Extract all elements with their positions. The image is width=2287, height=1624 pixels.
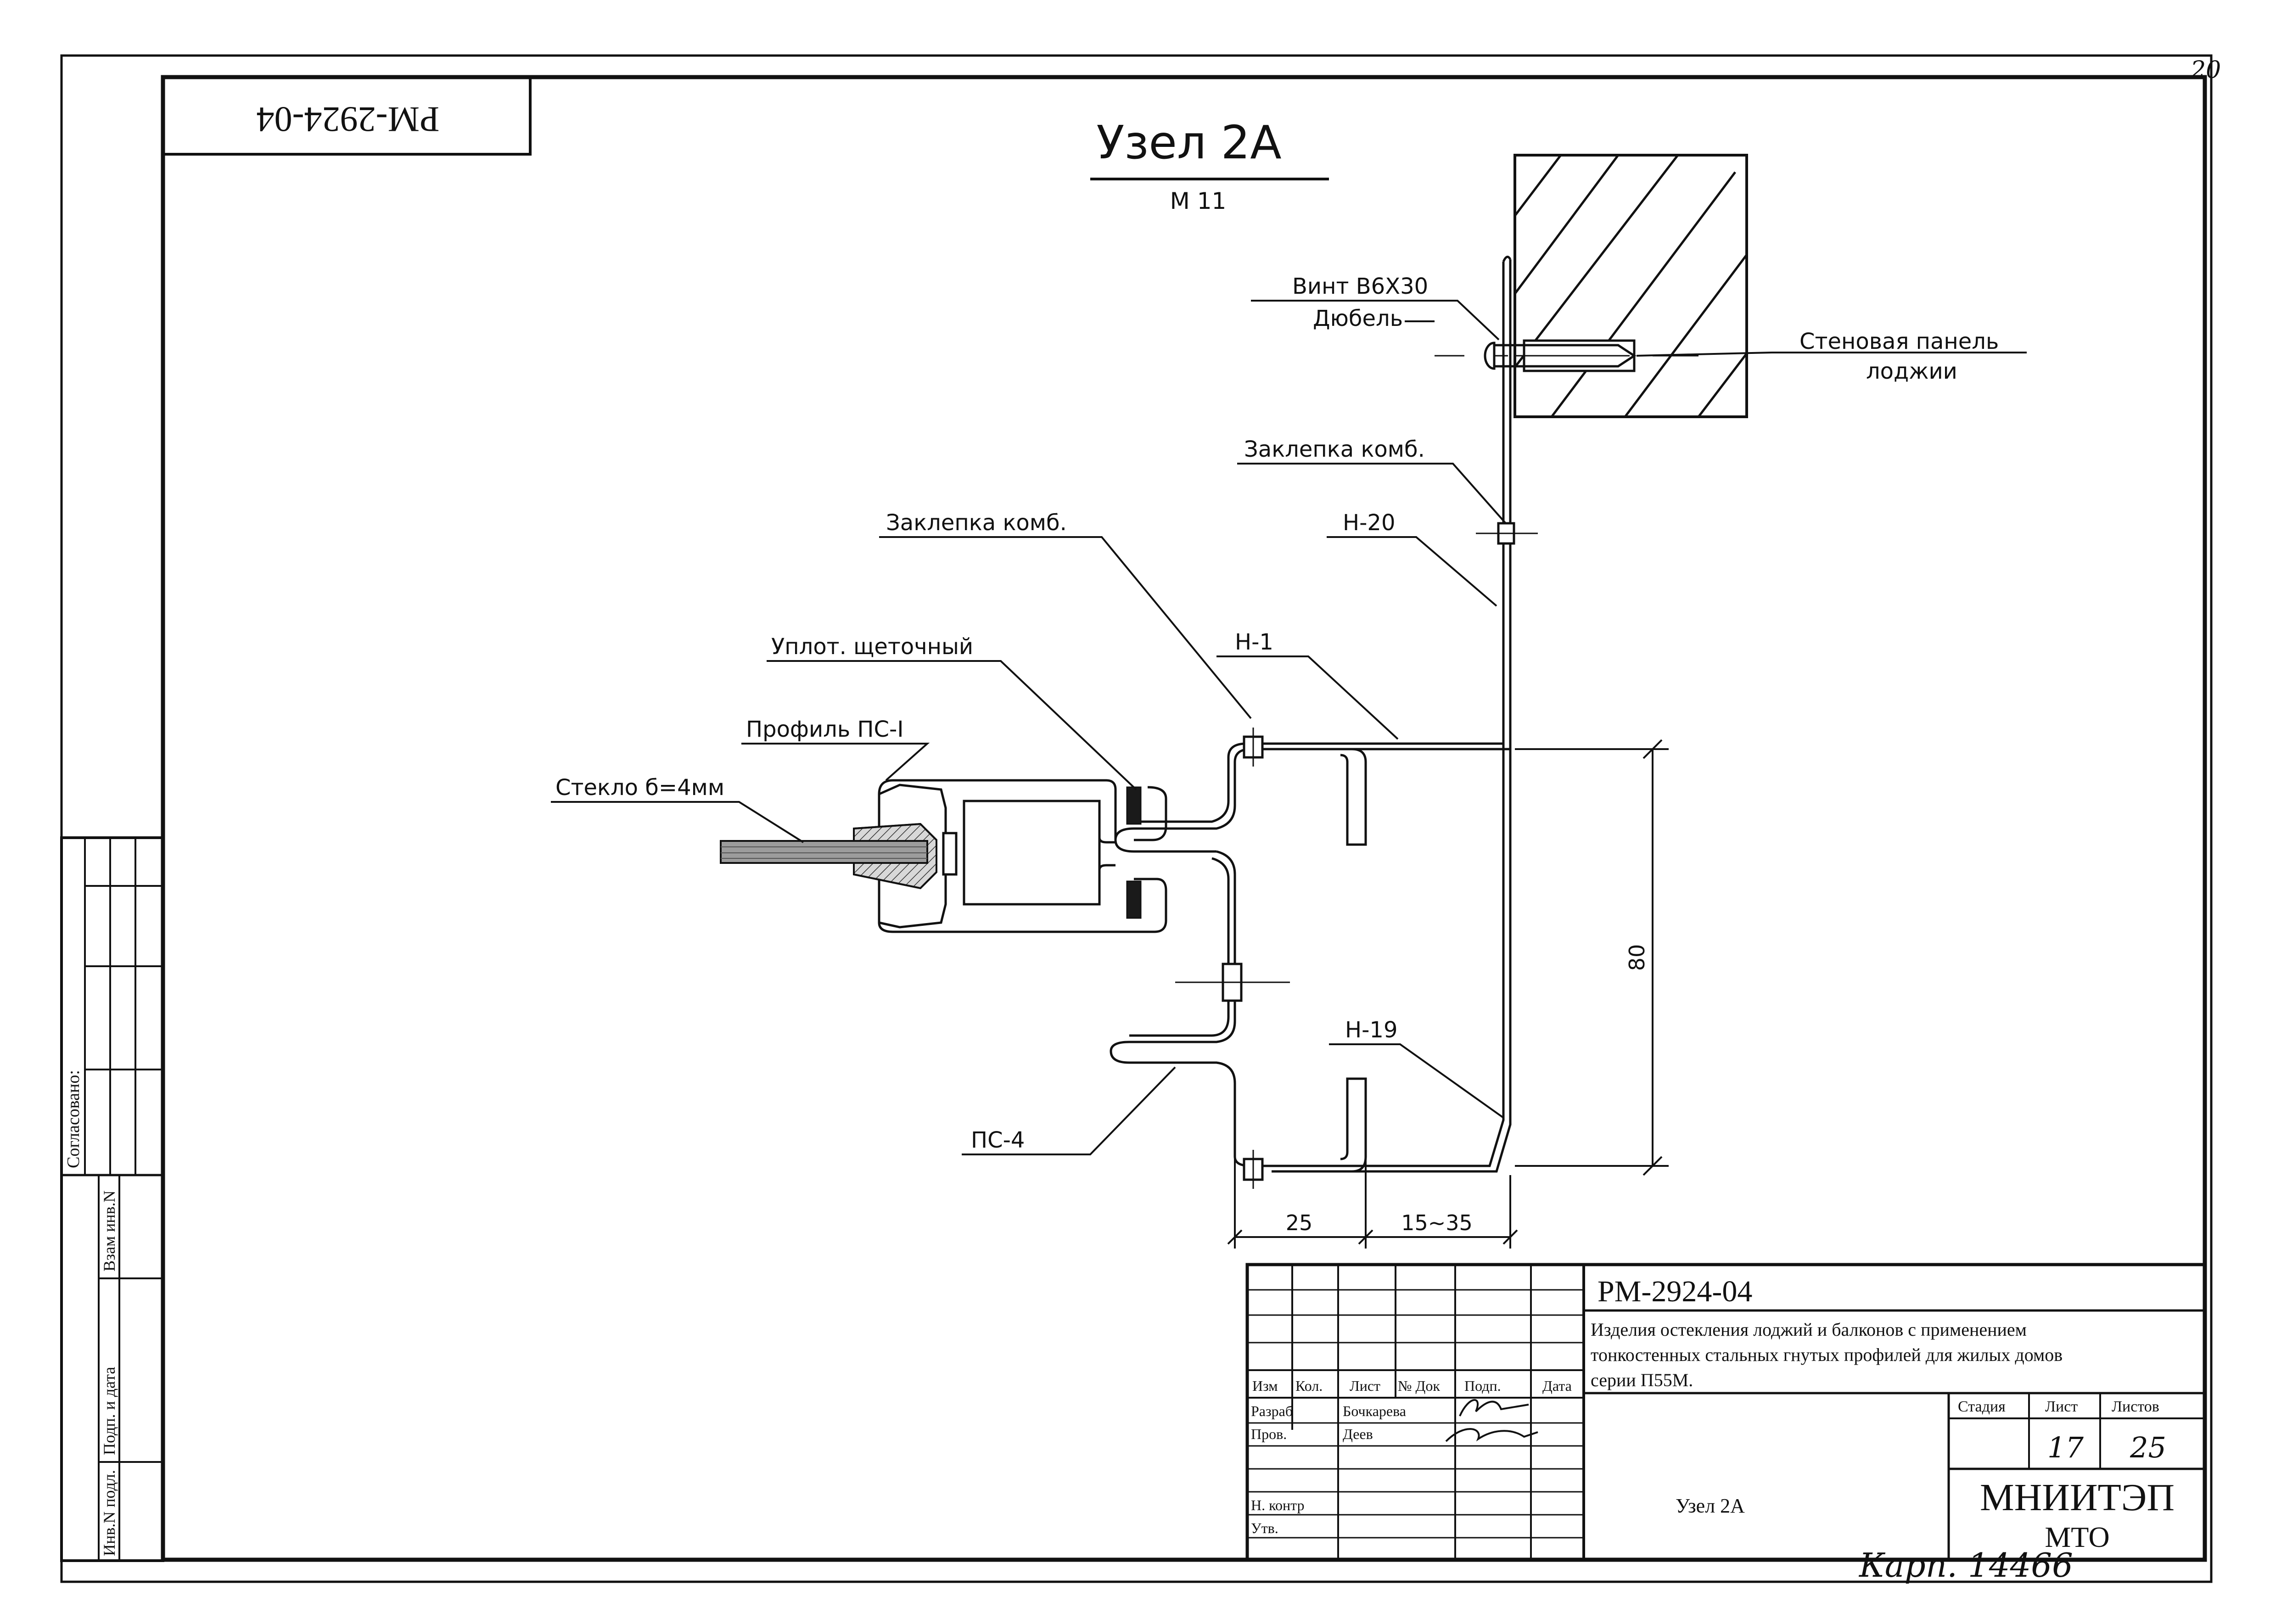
drawing-title: Узел 2А bbox=[1096, 116, 1281, 169]
sheet-frames bbox=[60, 54, 2213, 1583]
tb-col-kol: Кол. bbox=[1295, 1378, 1323, 1394]
corner-sheet-number: 20 bbox=[2190, 56, 2221, 84]
tb-desc-2: тонкостенных стальных гнутых профилей дл… bbox=[1591, 1344, 2063, 1365]
profile-n19 bbox=[1272, 744, 1512, 1173]
callout-labels: Винт В6Х30 Дюбель Стеновая панель лоджии… bbox=[555, 274, 1999, 1153]
signatures bbox=[1445, 1399, 1538, 1442]
tb-name-razrab: Бочкарева bbox=[1343, 1403, 1406, 1419]
label-panel-line2: лоджии bbox=[1866, 358, 1957, 384]
side-soglasovano: Согласовано: bbox=[64, 1070, 83, 1168]
tb-col-izm: Изм bbox=[1252, 1378, 1278, 1394]
dimension-15-35: 15~35 bbox=[1401, 1210, 1473, 1235]
tb-row-utv: Утв. bbox=[1251, 1520, 1278, 1536]
inner-frame bbox=[161, 75, 2207, 1562]
dimension-25: 25 bbox=[1286, 1210, 1313, 1235]
side-podp-data: Подп. и дата bbox=[100, 1367, 118, 1455]
dowel-screw bbox=[1435, 342, 1698, 370]
tb-stadiya-label: Стадия bbox=[1958, 1398, 2006, 1415]
label-dyubel: Дюбель bbox=[1313, 306, 1403, 331]
profile-ps1 bbox=[878, 779, 1167, 933]
dimension-lines bbox=[1227, 739, 1669, 1249]
profile-ps4 bbox=[1110, 728, 1367, 1189]
leader-lines bbox=[551, 300, 2027, 1155]
label-steklo: Стекло б=4мм bbox=[555, 775, 724, 801]
dimension-80: 80 bbox=[1625, 944, 1649, 971]
tb-list-value: 17 bbox=[2047, 1431, 2084, 1464]
side-inv-podl: Инв.N подл. bbox=[100, 1470, 118, 1556]
tb-org-line1: МНИИТЭП bbox=[1980, 1476, 2175, 1519]
brush-seals bbox=[1126, 786, 1142, 919]
label-profil: Профиль ПС-I bbox=[746, 717, 903, 742]
rotated-code-text: РМ-2924-04 bbox=[257, 100, 440, 140]
outer-frame bbox=[60, 54, 2213, 1583]
tb-list-label: Лист bbox=[2045, 1398, 2078, 1415]
label-zaklepka-mid: Заклепка комб. bbox=[886, 510, 1067, 536]
rotated-code-box bbox=[162, 76, 532, 156]
tb-row-nkontr: Н. контр bbox=[1251, 1497, 1305, 1513]
tb-listov-label: Листов bbox=[2112, 1398, 2159, 1415]
label-ps4: ПС-4 bbox=[971, 1127, 1025, 1153]
drawing-scale: М 11 bbox=[1170, 188, 1227, 214]
tb-col-ndok: № Док bbox=[1398, 1378, 1440, 1394]
tb-sheet-name: Узел 2А bbox=[1676, 1495, 1745, 1517]
tb-desc-1: Изделия остекления лоджий и балконов с п… bbox=[1591, 1319, 2027, 1340]
label-uplot: Уплот. щеточный bbox=[771, 634, 973, 660]
tb-col-data: Дата bbox=[1542, 1378, 1572, 1394]
tb-row-razrab: Разраб bbox=[1251, 1403, 1293, 1419]
tb-col-list: Лист bbox=[1350, 1378, 1380, 1394]
label-h1: Н-1 bbox=[1235, 629, 1273, 655]
wall-panel bbox=[1513, 154, 1748, 418]
label-vint: Винт В6Х30 bbox=[1292, 274, 1428, 299]
label-zaklepka-top: Заклепка комб. bbox=[1244, 437, 1425, 462]
tb-row-prov: Пров. bbox=[1251, 1426, 1287, 1442]
label-panel-line1: Стеновая панель bbox=[1799, 329, 1999, 354]
side-vzam: Взам инв.N bbox=[100, 1190, 118, 1271]
tb-listov-value: 25 bbox=[2130, 1431, 2166, 1464]
tb-org-line2: МТО bbox=[2045, 1521, 2109, 1553]
title-block-grid bbox=[1245, 1263, 2207, 1562]
tb-name-prov: Деев bbox=[1343, 1426, 1373, 1442]
label-h19: Н-19 bbox=[1345, 1017, 1398, 1043]
tb-handwritten-note: Карп. 14466 bbox=[1858, 1546, 2073, 1585]
tb-desc-3: серии П55М. bbox=[1591, 1370, 1693, 1390]
glass-pane bbox=[720, 823, 937, 890]
side-stamp bbox=[60, 836, 164, 1562]
tb-col-podp: Подп. bbox=[1464, 1378, 1501, 1394]
tb-code: РМ-2924-04 bbox=[1598, 1275, 1752, 1308]
label-h20: Н-20 bbox=[1343, 510, 1396, 536]
